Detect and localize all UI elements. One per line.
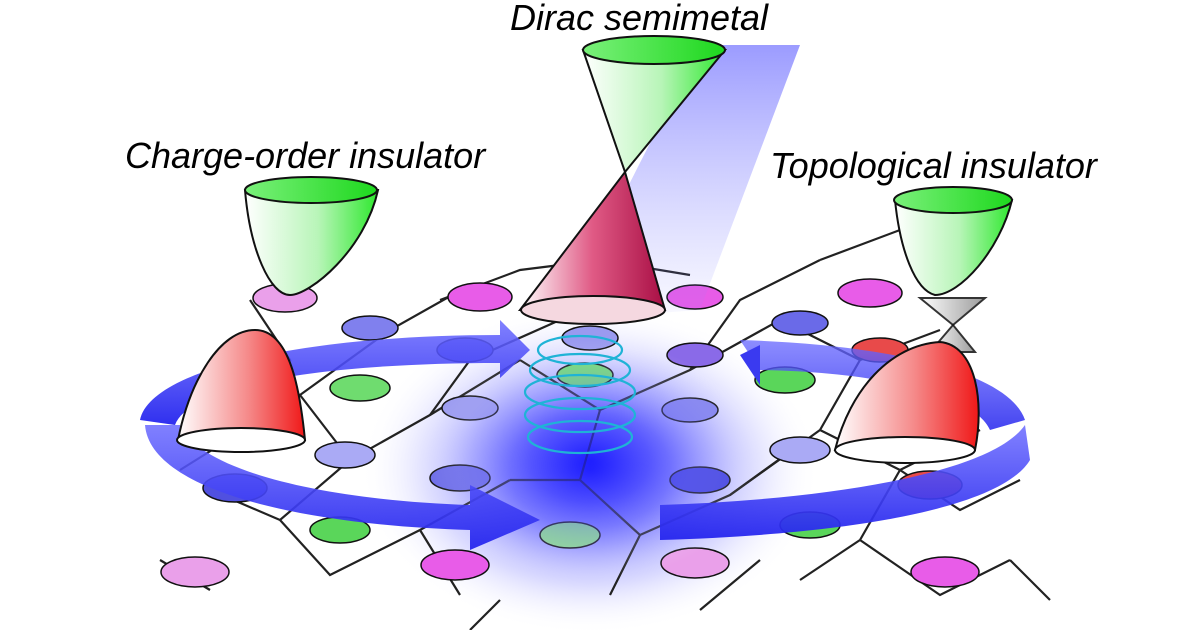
topological-insulator-label: Topological insulator — [770, 145, 1099, 186]
dirac-semimetal-label: Dirac semimetal — [510, 0, 769, 38]
double-cone-icon — [517, 35, 728, 325]
paraboloid-band-icon-right — [833, 186, 1014, 464]
helix-icon — [523, 334, 637, 455]
paraboloid-band-icon-left — [176, 176, 380, 453]
circular-arrow-icon — [140, 320, 1025, 430]
charge-order-insulator-label: Charge-order insulator — [125, 135, 487, 176]
circular-arrow-front — [145, 425, 1030, 550]
